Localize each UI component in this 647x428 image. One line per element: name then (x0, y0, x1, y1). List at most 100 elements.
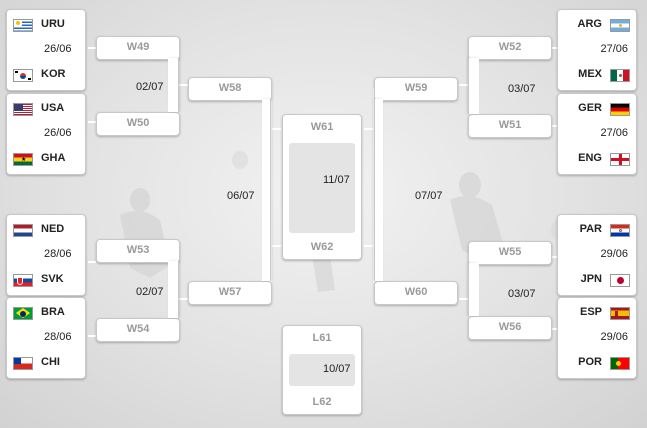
slot-label: W62 (310, 241, 334, 253)
slot-label: W52 (498, 41, 522, 53)
slot-label: W56 (498, 321, 522, 333)
match-date: 11/07 (323, 174, 350, 186)
portugal-flag-icon (610, 357, 630, 370)
sf-slot-w57[interactable]: W57 (188, 281, 272, 305)
usa-flag-icon (13, 103, 33, 116)
match-card-r16[interactable]: GER 27/06 ENG (557, 93, 637, 175)
mexico-flag-icon (610, 69, 630, 82)
sf-slot-w59[interactable]: W59 (374, 77, 458, 101)
slot-label: W54 (126, 323, 150, 335)
qf-slot-w54[interactable]: W54 (96, 318, 180, 342)
team-code: CHI (41, 356, 60, 368)
team-row[interactable]: ARG (558, 13, 636, 37)
slovakia-flag-icon (13, 274, 33, 287)
team-row[interactable]: ESP (558, 301, 636, 325)
team-row[interactable]: ENG (558, 147, 636, 171)
korea-flag-icon (13, 69, 33, 82)
slot-label: W58 (218, 82, 242, 94)
team-code: PAR (579, 223, 602, 235)
netherlands-flag-icon (13, 224, 33, 237)
slot-label: W60 (404, 286, 428, 298)
sf-slot-w60[interactable]: W60 (374, 281, 458, 305)
team-row[interactable]: KOR (7, 63, 85, 87)
match-date: 07/07 (415, 190, 443, 202)
slot-label: W50 (126, 117, 150, 129)
team-row[interactable]: MEX (558, 63, 636, 87)
final-center-panel (289, 143, 355, 233)
team-code: ESP (579, 306, 602, 318)
qf-slot-w49[interactable]: W49 (96, 36, 180, 60)
match-date: 26/06 (44, 127, 72, 139)
team-row[interactable]: SVK (7, 268, 85, 292)
qf-connector (168, 58, 179, 112)
match-card-r16[interactable]: URU 26/06 KOR (6, 9, 86, 91)
chile-flag-icon (13, 357, 33, 370)
match-date: 29/06 (600, 248, 628, 260)
match-date: 03/07 (508, 288, 536, 300)
match-date: 02/07 (136, 81, 164, 93)
match-card-r16[interactable]: USA 26/06 ★ GHA (6, 93, 86, 175)
match-date: 10/07 (323, 363, 351, 375)
japan-flag-icon (610, 274, 630, 287)
team-row[interactable]: PAR (558, 218, 636, 242)
team-code: MEX (578, 68, 602, 80)
final-match-card[interactable]: W61 11/07 W62 (282, 114, 362, 260)
team-code: SVK (41, 273, 64, 285)
team-code: NED (41, 223, 65, 235)
team-row[interactable]: USA (7, 97, 85, 121)
england-flag-icon (610, 153, 630, 166)
qf-slot-w53[interactable]: W53 (96, 239, 180, 263)
qf-connector (468, 263, 479, 316)
team-row[interactable]: CHI (7, 351, 85, 375)
team-code: ENG (578, 152, 602, 164)
match-card-r16[interactable]: ARG 27/06 MEX (557, 9, 637, 91)
team-code: POR (578, 356, 602, 368)
team-row[interactable]: GER (558, 97, 636, 121)
qf-slot-w55[interactable]: W55 (468, 241, 552, 265)
team-code: GER (578, 102, 602, 114)
team-row[interactable]: NED (7, 218, 85, 242)
team-row[interactable]: URU (7, 13, 85, 37)
team-code: URU (41, 18, 65, 30)
qf-slot-w51[interactable]: W51 (468, 114, 552, 138)
team-code: GHA (41, 152, 66, 164)
qf-connector (168, 261, 179, 318)
team-code: USA (41, 102, 65, 114)
team-row[interactable]: ★ GHA (7, 147, 85, 171)
match-date: 27/06 (600, 43, 628, 55)
slot-label: W49 (126, 41, 150, 53)
slot-label: W51 (498, 119, 522, 131)
qf-slot-w56[interactable]: W56 (468, 316, 552, 340)
brazil-flag-icon (13, 307, 33, 320)
slot-label: W59 (404, 82, 428, 94)
slot-label: L61 (312, 332, 332, 344)
match-card-r16[interactable]: ESP 29/06 POR (557, 297, 637, 379)
team-code: JPN (580, 273, 602, 285)
team-row[interactable]: BRA (7, 301, 85, 325)
match-card-r16[interactable]: NED 28/06 SVK (6, 214, 86, 296)
slot-label: W61 (310, 121, 334, 133)
sf-connector (374, 99, 383, 281)
match-date: 03/07 (508, 83, 536, 95)
match-date: 29/06 (600, 331, 628, 343)
team-row[interactable]: POR (558, 351, 636, 375)
third-place-match-card[interactable]: L61 10/07 L62 (282, 325, 362, 415)
qf-slot-w50[interactable]: W50 (96, 112, 180, 136)
qf-slot-w52[interactable]: W52 (468, 36, 552, 60)
match-date: 26/06 (44, 43, 72, 55)
team-row[interactable]: JPN (558, 268, 636, 292)
sf-slot-w58[interactable]: W58 (188, 77, 272, 101)
match-card-r16[interactable]: BRA 28/06 CHI (6, 297, 86, 379)
team-code: BRA (41, 306, 65, 318)
ghana-flag-icon: ★ (13, 153, 33, 166)
slot-label: W53 (126, 244, 150, 256)
match-date: 27/06 (600, 127, 628, 139)
sf-connector (262, 99, 271, 281)
match-card-r16[interactable]: PAR 29/06 JPN (557, 214, 637, 296)
match-date: 28/06 (44, 248, 72, 260)
match-date: 06/07 (227, 190, 255, 202)
third-place-center-panel (289, 354, 355, 386)
slot-label: L62 (312, 396, 332, 408)
slot-label: W55 (498, 246, 522, 258)
